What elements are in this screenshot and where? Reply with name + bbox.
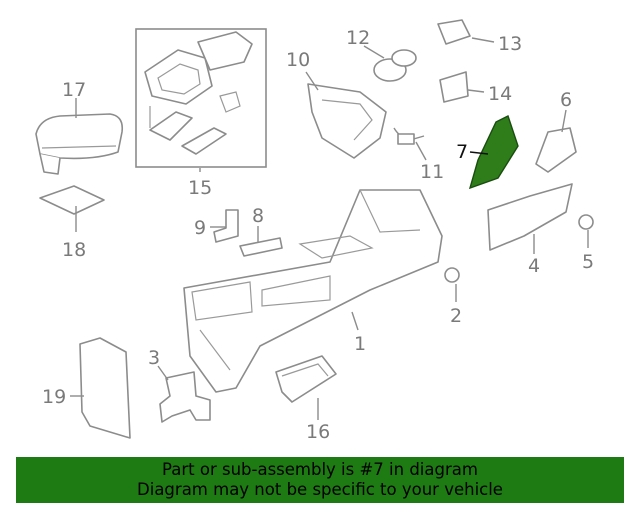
callout-7[interactable]: 7 [456,141,468,163]
callout-14[interactable]: 14 [488,83,512,105]
callout-6[interactable]: 6 [560,89,572,111]
small-bracket-part-9[interactable] [213,209,239,243]
console-side-panel-part[interactable] [487,183,573,251]
part-info-banner: Part or sub-assembly is #7 in diagram Di… [16,457,624,503]
wiring-harness-part[interactable] [393,127,425,145]
callout-4[interactable]: 4 [528,255,540,277]
aux-jack-part[interactable] [439,71,469,103]
mounting-bracket-part[interactable] [159,371,211,423]
callout-1[interactable]: 1 [354,333,366,355]
armrest-pad-part[interactable] [39,185,105,215]
banner-line-disclaimer: Diagram may not be specific to your vehi… [137,480,503,499]
banner-line-part-number: Part or sub-assembly is #7 in diagram [162,460,478,479]
callout-12[interactable]: 12 [346,27,370,49]
callout-16[interactable]: 16 [306,421,330,443]
console-side-bracket-part[interactable] [307,83,387,159]
screw-fastener-part[interactable] [444,267,460,283]
storage-tray-part[interactable] [275,355,337,403]
callout-8[interactable]: 8 [252,205,264,227]
callout-11[interactable]: 11 [420,161,444,183]
lower-side-cover-part[interactable] [79,337,131,439]
console-side-trim-highlight[interactable] [468,115,519,190]
callout-2[interactable]: 2 [450,305,462,327]
callout-18[interactable]: 18 [62,239,86,261]
callout-15[interactable]: 15 [188,177,212,199]
console-body-part[interactable] [183,189,443,393]
usb-module-part[interactable] [437,19,471,45]
callout-10[interactable]: 10 [286,49,310,71]
power-socket-part[interactable] [373,49,417,82]
clip-fastener-part[interactable] [578,214,594,230]
callout-19[interactable]: 19 [42,386,66,408]
shifter-assembly-inset[interactable] [135,28,267,168]
parts-diagram: 17 18 15 10 12 13 14 6 7 11 9 8 4 5 2 1 … [35,19,594,443]
callout-3[interactable]: 3 [148,347,160,369]
callout-9[interactable]: 9 [194,217,206,239]
leader-lines [70,37,589,420]
callout-5[interactable]: 5 [582,251,594,273]
callout-17[interactable]: 17 [62,79,86,101]
side-bracket-part[interactable] [535,127,577,173]
armrest-lid-part[interactable] [35,113,124,175]
small-bracket-part-8[interactable] [239,237,283,257]
callout-13[interactable]: 13 [498,33,522,55]
